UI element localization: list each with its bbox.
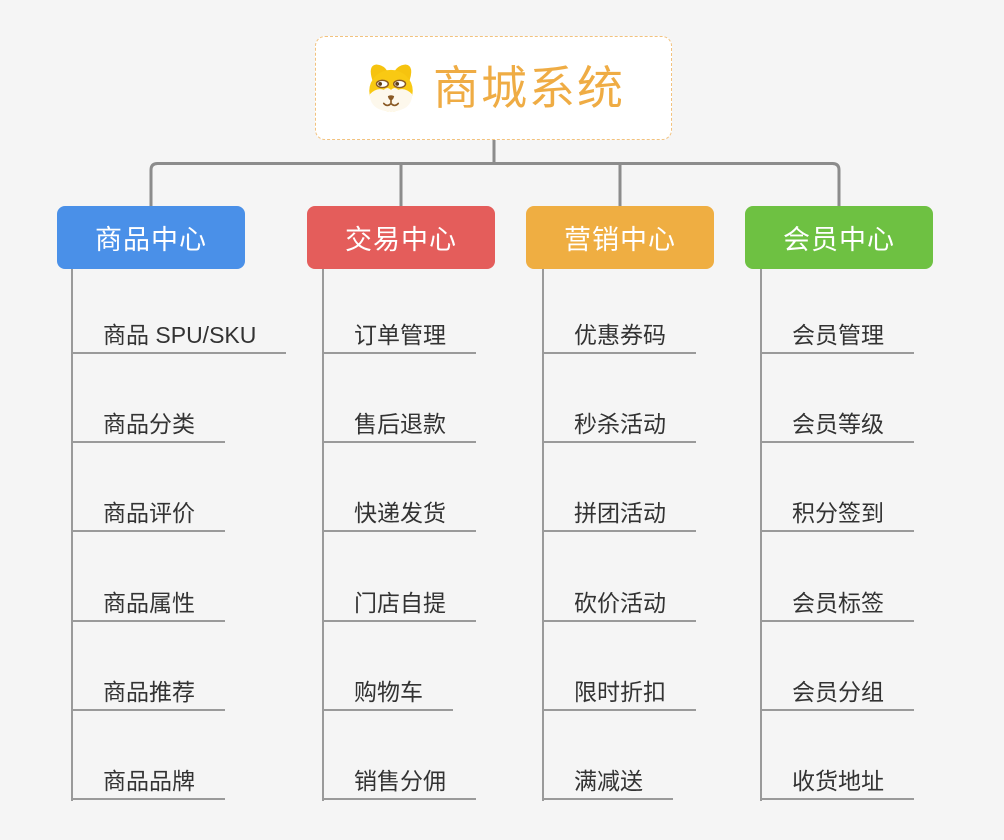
leaf-node[interactable]: 满减送 — [542, 756, 673, 800]
leaf-node[interactable]: 商品 SPU/SKU — [71, 310, 287, 354]
leaf-node[interactable]: 销售分佣 — [322, 756, 476, 800]
branch-rail-line — [71, 269, 73, 801]
leaf-node[interactable]: 会员分组 — [760, 667, 914, 711]
leaf-node[interactable]: 购物车 — [322, 667, 453, 711]
leaf-node[interactable]: 商品品牌 — [71, 756, 225, 800]
branch-node-label: 交易中心 — [345, 225, 457, 255]
branch-rail-line — [760, 269, 762, 801]
branch-node-label: 会员中心 — [783, 225, 895, 255]
leaf-node[interactable]: 优惠券码 — [542, 310, 696, 354]
root-node-mall-system[interactable]: 商城系统 — [315, 36, 672, 140]
branch-node-product-center[interactable]: 商品中心 — [57, 206, 245, 269]
leaf-node[interactable]: 拼团活动 — [542, 488, 696, 532]
leaf-node[interactable]: 会员标签 — [760, 578, 914, 622]
branch-node-member-center[interactable]: 会员中心 — [745, 206, 933, 269]
leaf-node[interactable]: 商品推荐 — [71, 667, 225, 711]
leaf-node[interactable]: 商品分类 — [71, 399, 225, 443]
branch-node-marketing-center[interactable]: 营销中心 — [526, 206, 714, 269]
leaf-node[interactable]: 商品评价 — [71, 488, 225, 532]
leaf-node[interactable]: 会员管理 — [760, 310, 914, 354]
leaf-node[interactable]: 订单管理 — [322, 310, 476, 354]
leaf-node[interactable]: 砍价活动 — [542, 578, 696, 622]
branch-node-label: 商品中心 — [95, 225, 207, 255]
root-node-label: 商城系统 — [433, 62, 625, 114]
branch-node-label: 营销中心 — [564, 225, 676, 255]
leaf-node[interactable]: 会员等级 — [760, 399, 914, 443]
leaf-node[interactable]: 积分签到 — [760, 488, 914, 532]
dog-face-icon — [369, 64, 413, 112]
leaf-node[interactable]: 收货地址 — [760, 756, 914, 800]
leaf-node[interactable]: 门店自提 — [322, 578, 476, 622]
branch-rail-line — [542, 269, 544, 801]
leaf-node[interactable]: 快递发货 — [322, 488, 476, 532]
leaf-node[interactable]: 限时折扣 — [542, 667, 696, 711]
leaf-node[interactable]: 商品属性 — [71, 578, 225, 622]
branch-node-trade-center[interactable]: 交易中心 — [307, 206, 495, 269]
leaf-node[interactable]: 售后退款 — [322, 399, 476, 443]
branch-rail-line — [322, 269, 324, 801]
leaf-node[interactable]: 秒杀活动 — [542, 399, 696, 443]
